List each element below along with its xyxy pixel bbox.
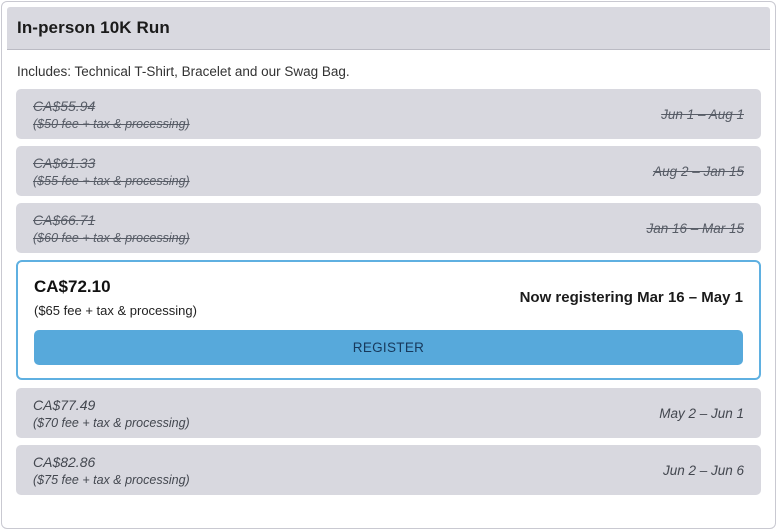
pricing-list: Includes: Technical T-Shirt, Bracelet an… (7, 64, 770, 495)
tier-price: CA$55.94 (33, 97, 96, 114)
tier-fee-note: ($60 fee + tax & processing) (33, 230, 190, 245)
pricing-tier-past-2: CA$61.33 ($55 fee + tax & processing) Au… (16, 146, 761, 196)
pricing-tier-future-2: CA$82.86 ($75 fee + tax & processing) Ju… (16, 445, 761, 495)
tier-price-block: CA$55.94 ($50 fee + tax & processing) (33, 98, 190, 131)
current-tier-fee-note: ($65 fee + tax & processing) (34, 303, 197, 318)
pricing-tier-past-3: CA$66.71 ($60 fee + tax & processing) Ja… (16, 203, 761, 253)
event-title: In-person 10K Run (7, 7, 770, 50)
tier-fee-note: ($75 fee + tax & processing) (33, 472, 190, 487)
tier-price-block: CA$77.49 ($70 fee + tax & processing) (33, 397, 190, 430)
tier-fee-note: ($55 fee + tax & processing) (33, 173, 190, 188)
tier-price: CA$82.86 (33, 453, 96, 470)
current-tier-info: CA$72.10 ($65 fee + tax & processing) No… (34, 277, 743, 318)
includes-description: Includes: Technical T-Shirt, Bracelet an… (17, 64, 350, 79)
tier-fee-note: ($70 fee + tax & processing) (33, 415, 190, 430)
tier-price: CA$66.71 (33, 211, 96, 228)
tier-date-range: Aug 2 – Jan 15 (653, 163, 744, 179)
tier-price: CA$77.49 (33, 396, 96, 413)
tier-date-range: May 2 – Jun 1 (659, 405, 744, 421)
pricing-tier-future-1: CA$77.49 ($70 fee + tax & processing) Ma… (16, 388, 761, 438)
tier-date-range: Jun 2 – Jun 6 (662, 462, 744, 478)
now-registering-label: Now registering Mar 16 – May 1 (519, 289, 743, 306)
pricing-tier-past-1: CA$55.94 ($50 fee + tax & processing) Ju… (16, 89, 761, 139)
tier-price-block: CA$61.33 ($55 fee + tax & processing) (33, 155, 190, 188)
tier-price-block: CA$72.10 ($65 fee + tax & processing) (34, 277, 197, 318)
tier-fee-note: ($50 fee + tax & processing) (33, 116, 190, 131)
register-button[interactable]: REGISTER (34, 330, 743, 365)
tier-price-block: CA$66.71 ($60 fee + tax & processing) (33, 212, 190, 245)
tier-date-range: Jun 1 – Aug 1 (661, 106, 744, 122)
pricing-tier-current: CA$72.10 ($65 fee + tax & processing) No… (16, 260, 761, 380)
tier-price: CA$61.33 (33, 154, 96, 171)
tier-date-range: Jan 16 – Mar 15 (646, 220, 744, 236)
tier-price-block: CA$82.86 ($75 fee + tax & processing) (33, 454, 190, 487)
current-tier-price: CA$72.10 (34, 277, 111, 296)
